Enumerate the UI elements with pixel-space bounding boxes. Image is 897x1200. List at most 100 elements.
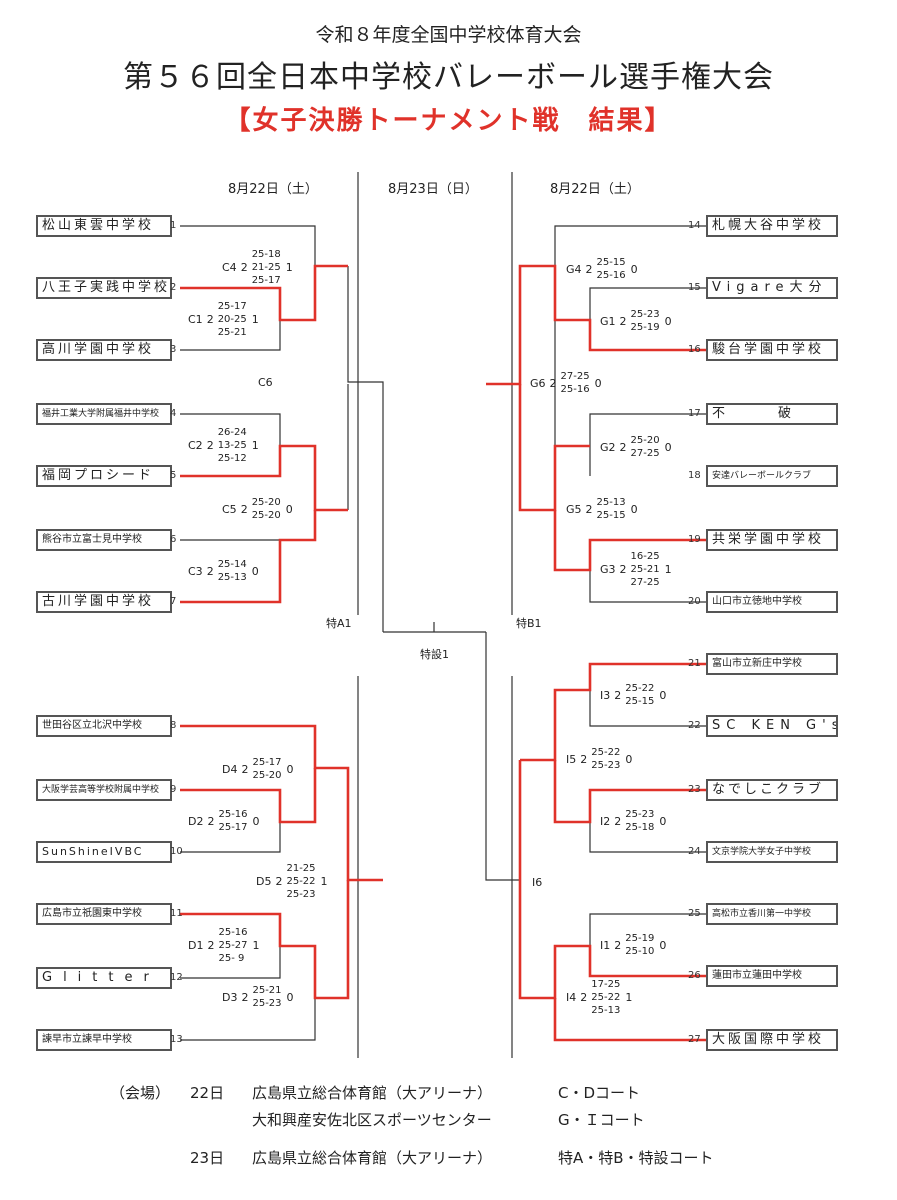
- set-score: 25-20: [630, 435, 660, 446]
- seed-16: 16: [688, 344, 701, 355]
- match-code: C2: [188, 439, 203, 452]
- match-code: C3: [188, 564, 203, 578]
- tournament-subtitle: 令和８年度全国中学校体育大会: [315, 24, 582, 46]
- team-17: 不 破: [706, 403, 838, 425]
- set-score: 25-17: [217, 301, 247, 312]
- seed-23: 23: [688, 784, 701, 795]
- seed-1: 1: [170, 220, 177, 231]
- match-loser-sets: 1: [251, 439, 259, 452]
- match-loser-sets: 0: [252, 814, 260, 828]
- set-score: 13-25: [217, 440, 247, 451]
- set-score: 25-14: [217, 559, 247, 570]
- seed-7: 7: [170, 596, 177, 607]
- seed-14: 14: [688, 220, 701, 231]
- date-right: 8月22日（土）: [550, 182, 640, 197]
- set-score: 27-25: [560, 371, 590, 382]
- seed-4: 4: [170, 408, 177, 419]
- match-code: C4: [222, 261, 237, 274]
- set-score: 25- 9: [218, 953, 245, 964]
- team-8: 世田谷区立北沢中学校: [36, 715, 172, 737]
- set-score: 25-13: [217, 572, 247, 583]
- match-winner-sets: 2: [614, 688, 622, 702]
- match-loser-sets: 0: [286, 762, 294, 776]
- seed-24: 24: [688, 846, 701, 857]
- match-winner-sets: 2: [240, 261, 248, 274]
- seed-25: 25: [688, 908, 701, 919]
- venue-day1-court2: G・Ｉコート: [558, 1111, 645, 1129]
- venue-day1-venue1: 広島県立総合体育館（大アリーナ）: [252, 1084, 493, 1102]
- match-winner-sets: 2: [549, 376, 557, 390]
- seed-21: 21: [688, 658, 701, 669]
- match-loser-sets: 0: [659, 938, 667, 952]
- set-score: 25-16: [218, 927, 248, 938]
- match-loser-sets: 0: [659, 814, 667, 828]
- tournament-title: 第５６回全日本中学校バレーボール選手権大会: [123, 60, 774, 95]
- set-score: 25-21: [252, 985, 282, 996]
- match-loser-sets: 0: [659, 688, 667, 702]
- set-score: 25-15: [596, 257, 626, 268]
- match-winner-sets: 2: [206, 439, 214, 452]
- venue-day1: 22日: [190, 1084, 225, 1102]
- match-winner-sets: 2: [585, 262, 593, 276]
- seed-19: 19: [688, 534, 701, 545]
- set-score: 25-17: [218, 822, 248, 833]
- match-code: I3: [600, 688, 611, 702]
- match-loser-sets: 0: [286, 990, 294, 1004]
- date-left: 8月22日（土）: [228, 182, 318, 197]
- set-score: 25-17: [252, 757, 282, 768]
- set-score: 25-16: [596, 270, 626, 281]
- seed-15: 15: [688, 282, 701, 293]
- match-loser-sets: 0: [664, 440, 672, 454]
- match-loser-sets: 1: [320, 875, 328, 888]
- set-score: 25-19: [625, 933, 655, 944]
- set-score: 25-17: [251, 275, 281, 286]
- set-score: 26-24: [217, 427, 247, 438]
- set-score: 25-27: [218, 940, 248, 951]
- court-tokusetsu-1: 特設1: [420, 648, 449, 661]
- team-20: 山口市立徳地中学校: [706, 591, 838, 613]
- team-7: 古川学園中学校: [36, 591, 172, 613]
- team-27: 大阪国際中学校: [706, 1029, 838, 1051]
- match-code: D4: [222, 762, 238, 776]
- team-1: 松山東雲中学校: [36, 215, 172, 237]
- set-score: 25-18: [625, 822, 655, 833]
- team-16: 駿台学園中学校: [706, 339, 838, 361]
- match-winner-sets: 2: [580, 752, 588, 766]
- set-score: 25-22: [625, 683, 655, 694]
- team-6: 熊谷市立富士見中学校: [36, 529, 172, 551]
- set-score: 25-23: [591, 760, 621, 771]
- seed-17: 17: [688, 408, 701, 419]
- set-score: 25-23: [625, 809, 655, 820]
- set-score: 21-25: [251, 262, 281, 273]
- set-score: 25-18: [251, 249, 281, 260]
- match-loser-sets: 0: [594, 376, 602, 390]
- team-14: 札幌大谷中学校: [706, 215, 838, 237]
- set-score: 25-20: [251, 510, 281, 521]
- match-code: C5: [222, 502, 237, 516]
- match-code: G3: [600, 563, 616, 576]
- seed-2: 2: [170, 282, 177, 293]
- seed-18: 18: [688, 470, 701, 481]
- set-score: 25-21: [630, 564, 660, 575]
- set-score: 25-10: [625, 946, 655, 957]
- seed-11: 11: [170, 908, 183, 919]
- match-loser-sets: 0: [630, 502, 638, 516]
- venue-day1-court1: C・Dコート: [558, 1084, 641, 1102]
- match-loser-sets: 1: [625, 991, 633, 1004]
- team-9: 大阪学芸高等学校附属中学校: [36, 779, 172, 801]
- match-code: G6: [530, 376, 546, 390]
- result-title: 【女子決勝トーナメント戦 結果】: [224, 106, 673, 136]
- team-26: 蓮田市立蓮田中学校: [706, 965, 838, 987]
- match-code: I2: [600, 814, 611, 828]
- match-code: G4: [566, 262, 582, 276]
